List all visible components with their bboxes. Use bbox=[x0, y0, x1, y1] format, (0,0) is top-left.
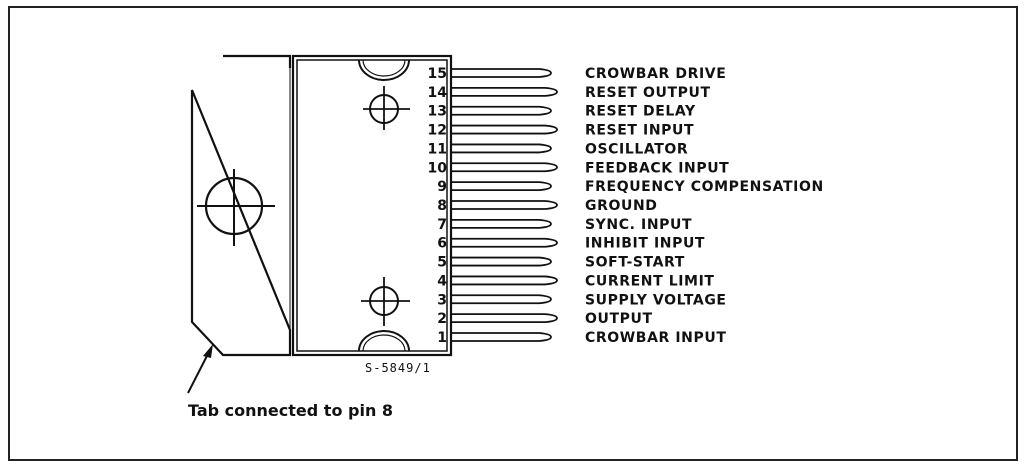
pin-lead bbox=[451, 86, 558, 97]
package-inner-outline bbox=[296, 59, 448, 352]
pin-lead bbox=[451, 124, 558, 135]
pin-label: CROWBAR INPUT bbox=[585, 330, 726, 346]
pin-label: GROUND bbox=[585, 198, 657, 214]
pin-lead bbox=[451, 313, 558, 324]
pin-label: INHIBIT INPUT bbox=[585, 236, 705, 252]
pin-number: 9 bbox=[437, 179, 447, 195]
top-notch bbox=[358, 59, 410, 81]
pin-number: 14 bbox=[428, 85, 448, 101]
pin-number: 10 bbox=[428, 160, 448, 176]
figure-border bbox=[8, 6, 1018, 461]
pin-lead bbox=[451, 200, 558, 210]
pin-number: 2 bbox=[437, 311, 447, 327]
pin-number: 3 bbox=[437, 292, 447, 308]
pin-6: 6 INHIBIT INPUT bbox=[437, 236, 705, 252]
pin-lead bbox=[451, 105, 552, 116]
pin-12: 12 RESET INPUT bbox=[428, 123, 694, 139]
pin-15: 15 CROWBAR DRIVE bbox=[428, 66, 726, 82]
pin-13: 13 RESET DELAY bbox=[428, 104, 696, 120]
pin-number: 1 bbox=[437, 330, 447, 346]
pin-3: 3 SUPPLY VOLTAGE bbox=[437, 292, 726, 308]
pin-4: 4 CURRENT LIMIT bbox=[437, 273, 714, 289]
pin-number: 8 bbox=[437, 198, 447, 214]
pin-number: 13 bbox=[428, 104, 447, 120]
pin-lead bbox=[451, 162, 558, 173]
pin-number: 11 bbox=[428, 141, 447, 157]
pin-lead bbox=[451, 294, 552, 305]
pin-11: 11 OSCILLATOR bbox=[428, 141, 688, 157]
pin-number: 7 bbox=[437, 217, 447, 233]
pin-label: SYNC. INPUT bbox=[585, 217, 692, 233]
pin-9: 9 FREQUENCY COMPENSATION bbox=[437, 179, 824, 195]
pin-lead bbox=[451, 237, 558, 248]
pin-lead bbox=[451, 181, 552, 192]
package-body bbox=[291, 54, 453, 357]
pin-label: RESET DELAY bbox=[585, 104, 696, 120]
tab-caption: Tab connected to pin 8 bbox=[188, 401, 393, 420]
pin-lead bbox=[451, 256, 552, 267]
pin-label: SUPPLY VOLTAGE bbox=[585, 292, 727, 308]
pin-label: RESET OUTPUT bbox=[585, 85, 711, 101]
pin-lead bbox=[451, 218, 552, 229]
crosshair-icon bbox=[363, 86, 410, 130]
pin-label: CROWBAR DRIVE bbox=[585, 66, 726, 82]
pin-number: 4 bbox=[437, 273, 447, 289]
pin-14: 14 RESET OUTPUT bbox=[428, 85, 711, 101]
mounting-hole-icon bbox=[197, 169, 275, 246]
pin-lead bbox=[451, 68, 552, 78]
crosshair-icon bbox=[361, 277, 410, 326]
pin-10: 10 FEEDBACK INPUT bbox=[428, 160, 729, 176]
pin-number: 15 bbox=[428, 66, 447, 82]
pin-label: RESET INPUT bbox=[585, 123, 694, 139]
drawing-code: S-5849/1 bbox=[365, 361, 431, 375]
pin-number: 5 bbox=[437, 255, 447, 271]
pin-8: 8 GROUND bbox=[437, 198, 657, 214]
pin-lead bbox=[451, 332, 552, 342]
pin-label: OUTPUT bbox=[585, 311, 653, 327]
pin-number: 6 bbox=[437, 236, 447, 252]
pin-lead bbox=[451, 143, 552, 154]
pin-label: CURRENT LIMIT bbox=[585, 273, 715, 289]
pin-2: 2 OUTPUT bbox=[437, 311, 652, 327]
pin-7: 7 SYNC. INPUT bbox=[437, 217, 692, 233]
pin-number: 12 bbox=[428, 123, 447, 139]
pin-1: 1 CROWBAR INPUT bbox=[437, 330, 726, 346]
arrow-icon bbox=[187, 344, 213, 394]
bottom-notch bbox=[358, 330, 410, 352]
pin-label: OSCILLATOR bbox=[585, 141, 688, 157]
pin-5: 5 SOFT-START bbox=[437, 255, 685, 271]
pin-lead bbox=[451, 275, 558, 286]
pin-label: SOFT-START bbox=[585, 255, 685, 271]
pin-label: FEEDBACK INPUT bbox=[585, 160, 729, 176]
pin-label: FREQUENCY COMPENSATION bbox=[585, 179, 824, 195]
